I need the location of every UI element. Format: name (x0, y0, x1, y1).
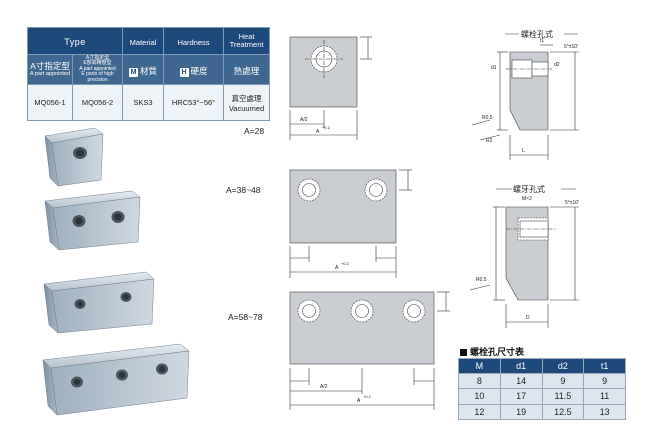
hardness-value: HRC53°~56° (163, 84, 225, 121)
dim-angle-thread: 5°±10' (565, 200, 580, 206)
dim-a-tol-58: +0.2 (363, 394, 371, 399)
drawing-bolt-section (471, 33, 579, 160)
dim-table-title: 螺栓孔尺寸表 (460, 345, 524, 358)
a28-label: A=28 (244, 126, 265, 136)
col-header-t1: t1 (583, 358, 626, 374)
dim-a-58: A (357, 398, 361, 404)
dim-a-half-28: A/2 (300, 117, 308, 123)
drawing-thread-section (469, 188, 579, 328)
table-row: 8 14 9 9 (458, 372, 626, 390)
spec-table: Type Material Hardness Heat Treatment A寸… (26, 27, 271, 121)
heat-value: 真空處理 Vacuumed (223, 84, 271, 121)
dim-t1: t1 (540, 38, 545, 44)
drawing-a38-48 (289, 169, 412, 278)
dim-a-tol-38: +0.2 (341, 261, 349, 266)
dim-a-half-58: A/2 (320, 384, 328, 390)
dim-r05-bolt: R0.5 (482, 115, 493, 121)
drawing-a28 (289, 36, 372, 140)
table-row: 10 17 11.5 11 (458, 388, 626, 405)
col-header-d2: d2 (541, 358, 585, 374)
material-badge-icon: M (129, 67, 138, 77)
hardness-badge-icon: H (179, 67, 189, 77)
dim-a-tol-28: +0.2 (322, 125, 330, 130)
dim-r2-bolt: R2 (486, 138, 493, 144)
drawing-a58-78 (289, 291, 450, 410)
dim-m: M×2 (522, 196, 532, 202)
bolt-section-title: 螺栓孔式 (521, 30, 553, 39)
part-photo-1 (44, 127, 104, 187)
material-value: SKS3 (122, 84, 165, 121)
part-photo-3 (43, 271, 155, 334)
col-header-m: M (458, 358, 501, 374)
square-bullet-icon (460, 349, 467, 356)
type-header: Type (26, 27, 124, 55)
dim-a-28: A (316, 129, 320, 135)
part-photo-2 (44, 190, 141, 251)
part-photo-4 (42, 343, 190, 416)
dim-d2: d2 (554, 62, 560, 68)
dim-d1: d1 (491, 65, 497, 71)
type-a-value: MQ056-1 (27, 84, 73, 121)
dim-angle-bolt: 5°±10' (564, 44, 579, 50)
table-row: 12 19 12.5 13 (458, 403, 626, 421)
type-a-header: A寸指定型 A part appointed (27, 54, 73, 85)
dim-r05-thread: R0.5 (476, 277, 487, 283)
heat-cn-header: 熱處理 (223, 54, 271, 85)
dim-l: L (522, 148, 525, 154)
a38-48-label: A=38~48 (226, 185, 261, 195)
type-b-value: MQ056-2 (71, 84, 124, 121)
hardness-header: Hardness (163, 27, 225, 55)
dim-d: D (526, 315, 530, 321)
heat-header: Heat Treatment (223, 27, 271, 55)
a58-78-label: A=58~78 (228, 312, 263, 322)
bolt-dimension-table: M d1 d2 t1 8 14 9 9 10 17 11.5 11 12 19 … (458, 358, 626, 421)
dim-a-38: A (335, 265, 339, 271)
type-b-header: A寸指定型 E部高精度型 A part appointed E parts of… (71, 54, 124, 85)
thread-section-title: 螺牙孔式 (513, 185, 545, 194)
col-header-d1: d1 (499, 358, 543, 374)
